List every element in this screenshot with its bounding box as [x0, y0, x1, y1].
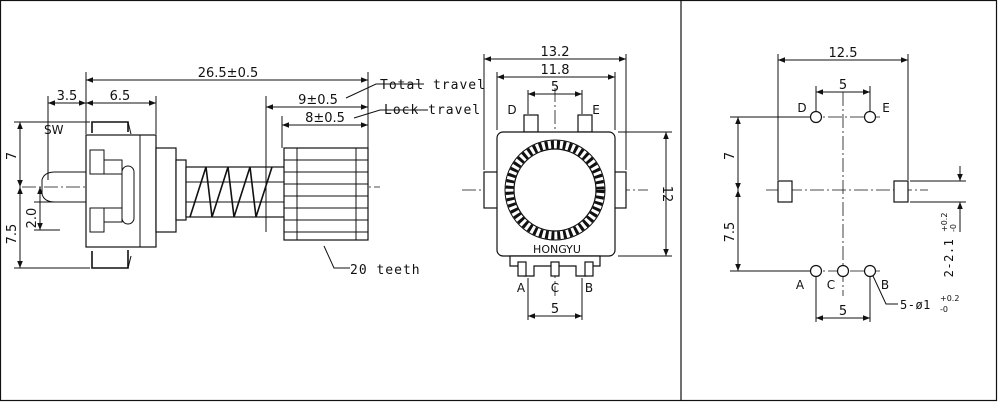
side-view: 26.5±0.5 3.5 6.5 9±0.5 8±0.5 Total trave… [5, 66, 486, 278]
dim-vertical-7-5: 7.5 [5, 224, 20, 245]
hole-tol-minus: -0 [940, 305, 948, 314]
pin-label-c: C [827, 278, 835, 292]
pin-label-b: B [881, 278, 889, 292]
pin-label-e: E [882, 101, 890, 115]
dim-width-11-8: 11.8 [541, 63, 570, 78]
pin-label-a: A [796, 278, 805, 292]
hole-tol-plus: +0.2 [940, 294, 959, 303]
dim-width-5-top: 5 [839, 78, 847, 93]
dim-width-5-bottom: 5 [839, 304, 847, 319]
note-teeth: 20 teeth [350, 263, 421, 278]
hole-spec: 5-ø1 [900, 298, 931, 312]
dim-vertical-7: 7 [5, 152, 20, 160]
slot-tol-minus: -0 [949, 224, 958, 232]
dim-height-12: 12 [659, 186, 674, 203]
hole-b [863, 264, 877, 278]
front-view: 13.2 11.8 5 12 5 D E A C B HONGYU [462, 45, 674, 320]
hole-a [809, 264, 823, 278]
pin-label-d: D [797, 101, 806, 115]
hole-e [863, 110, 877, 124]
dim-total-length: 26.5±0.5 [198, 66, 259, 81]
pin-label-c: C [551, 281, 559, 295]
pin-label-b: B [585, 281, 593, 295]
pin-label-e: E [592, 103, 600, 117]
pin-label-d: D [507, 103, 516, 117]
hole-d [809, 110, 823, 124]
dim-vertical-7: 7 [723, 152, 738, 160]
note-total-travel: Total travel [380, 78, 486, 93]
dim-left-width: 3.5 [57, 89, 78, 104]
dim-mid-width: 6.5 [110, 89, 131, 104]
dim-width-12-5: 12.5 [829, 46, 858, 61]
knob-serration [505, 140, 605, 240]
slot-spec: 2-2.1 [942, 239, 956, 278]
note-lock-travel: Lock travel [384, 103, 481, 118]
dim-width-13-2: 13.2 [541, 45, 570, 60]
slot-tol-plus: +0.2 [940, 213, 949, 232]
dim-lock: 8±0.5 [305, 111, 345, 126]
dim-travel: 9±0.5 [298, 93, 338, 108]
dim-vertical-7-5: 7.5 [723, 222, 738, 243]
hole-c [836, 264, 850, 278]
dim-width-5-top: 5 [551, 80, 559, 95]
brand-label: HONGYU [533, 243, 581, 256]
dim-vertical-2-0: 2.0 [25, 208, 40, 229]
dim-width-5-bottom: 5 [551, 302, 559, 317]
pcb-view: 12.5 5 7 7.5 5 D E A C B 5-ø1 +0.2 -0 2-… [723, 46, 966, 322]
pin-label-a: A [517, 281, 526, 295]
label-sw: SW [44, 123, 64, 137]
